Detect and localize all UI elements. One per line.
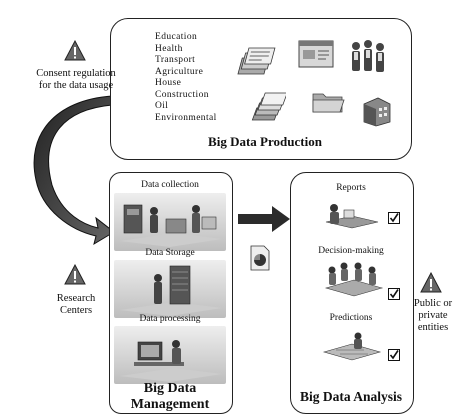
data-storage-label: Data Storage (145, 248, 195, 258)
category-item: Agriculture (155, 66, 204, 77)
document-chart-icon (250, 245, 270, 271)
production-title: Big Data Production (208, 134, 322, 149)
production-panel (110, 18, 412, 160)
folder-icon (312, 93, 345, 113)
people-group-icon (352, 40, 384, 72)
consent-note-line: Consent regulation (36, 68, 116, 79)
building-icon (363, 97, 391, 127)
management-title: Big Data Management (109, 381, 231, 413)
check-icon (388, 288, 400, 300)
research-note-line: Research (56, 293, 96, 304)
decision-making-label: Decision-making (318, 246, 384, 256)
category-item: Education (155, 32, 198, 42)
warning-icon (64, 40, 86, 61)
category-item: Construction (155, 89, 209, 100)
reports-label: Reports (336, 183, 366, 193)
category-item: Transport (155, 55, 196, 65)
predictions-label: Predictions (329, 313, 373, 323)
check-icon (388, 212, 400, 224)
check-icon (388, 349, 400, 361)
predictions-scene (322, 332, 382, 361)
data-processing-label: Data processing (139, 314, 201, 324)
research-note: Research Centers (36, 293, 116, 317)
newspaper-icon (237, 47, 276, 75)
warning-icon (420, 272, 442, 293)
management-title-line: Big Data (143, 381, 197, 396)
entities-note-line: Public or (413, 298, 453, 309)
entities-note-line: private (418, 310, 448, 321)
entities-note: Public or private entities (410, 298, 456, 334)
research-note-line: Centers (59, 305, 93, 316)
browser-window-icon (298, 40, 334, 68)
consent-note: Consent regulation for the data usage (16, 68, 136, 92)
decision-making-scene (324, 262, 384, 297)
consent-note-line: for the data usage (38, 80, 114, 91)
category-list: Education Health Transport Agriculture H… (155, 32, 217, 124)
reports-scene (325, 204, 379, 229)
flow-arrow-right (238, 206, 290, 232)
data-collection-scene (120, 204, 222, 247)
category-item: Health (155, 43, 183, 54)
category-item: Environmental (155, 112, 217, 123)
analysis-title: Big Data Analysis (299, 389, 403, 404)
document-stack-icon (251, 92, 286, 121)
management-title-line: Management (130, 397, 210, 412)
data-collection-label: Data collection (141, 180, 199, 190)
data-processing-scene (120, 340, 222, 382)
entities-note-line: entities (417, 322, 449, 333)
data-storage-scene (120, 265, 222, 316)
category-item: House (155, 78, 182, 88)
warning-icon (64, 264, 86, 285)
category-item: Oil (155, 101, 169, 111)
